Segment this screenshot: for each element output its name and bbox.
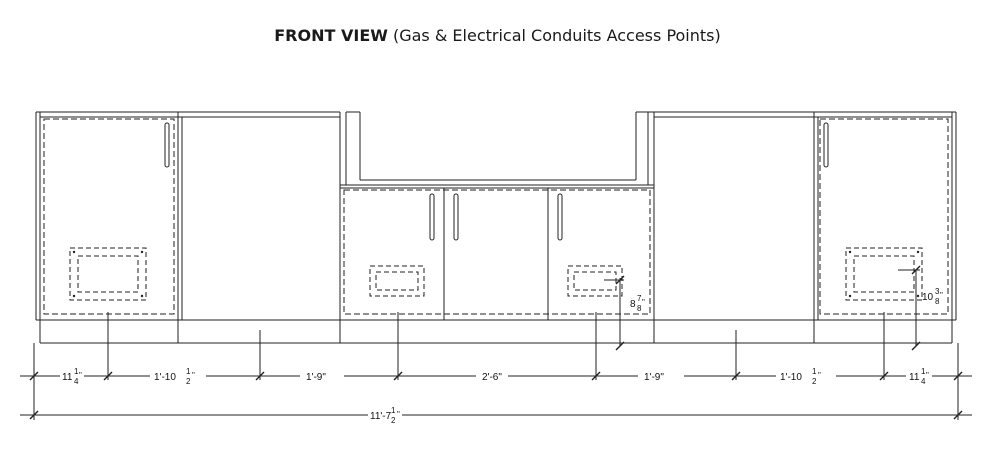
svg-text:": " bbox=[642, 298, 645, 307]
svg-text:3: 3 bbox=[935, 287, 940, 296]
svg-text:7: 7 bbox=[637, 294, 642, 303]
center-leaders bbox=[33, 269, 959, 420]
dim-label-2: 1'-10 1 2 " bbox=[154, 367, 195, 386]
drawing-title: FRONT VIEW (Gas & Electrical Conduits Ac… bbox=[0, 26, 995, 45]
dim-label-vertical-2: 10 3 8 " bbox=[922, 287, 943, 306]
svg-text:1'-10: 1'-10 bbox=[154, 372, 176, 383]
svg-text:2: 2 bbox=[812, 377, 817, 386]
access-point-dots bbox=[72, 250, 920, 298]
svg-text:1: 1 bbox=[186, 367, 191, 376]
svg-text:8: 8 bbox=[935, 297, 940, 306]
title-main: FRONT VIEW bbox=[274, 26, 388, 45]
svg-text:1'-10: 1'-10 bbox=[780, 372, 802, 383]
svg-text:1: 1 bbox=[74, 367, 79, 376]
svg-text:8: 8 bbox=[630, 299, 636, 310]
svg-text:4: 4 bbox=[921, 377, 926, 386]
svg-text:": " bbox=[397, 410, 400, 419]
svg-text:1: 1 bbox=[812, 367, 817, 376]
dimension-labels: 11 1 4 " 1'-10 1 2 " 1'-9" 2'-6" 1'-9" 1… bbox=[62, 287, 943, 425]
access-points bbox=[69, 247, 923, 301]
svg-text:": " bbox=[818, 371, 821, 380]
svg-text:10: 10 bbox=[922, 292, 934, 303]
svg-text:8: 8 bbox=[637, 304, 642, 313]
dim-label-7: 11 1 4 " bbox=[909, 367, 929, 386]
svg-text:": " bbox=[79, 371, 82, 380]
svg-text:2: 2 bbox=[186, 377, 191, 386]
title-sub: (Gas & Electrical Conduits Access Points… bbox=[392, 26, 721, 45]
dim-label-1: 11 1 4 " bbox=[62, 367, 82, 386]
svg-text:2: 2 bbox=[391, 416, 396, 425]
svg-text:1: 1 bbox=[391, 406, 396, 415]
dim-label-vertical-1: 8 7 8 " bbox=[630, 294, 645, 313]
dim-label-6: 1'-10 1 2 " bbox=[780, 367, 821, 386]
svg-text:": " bbox=[926, 371, 929, 380]
svg-text:11: 11 bbox=[909, 372, 920, 383]
svg-text:1: 1 bbox=[921, 367, 926, 376]
dim-label-5: 1'-9" bbox=[644, 372, 664, 383]
dim-label-3: 1'-9" bbox=[306, 372, 326, 383]
svg-text:11: 11 bbox=[62, 372, 73, 383]
svg-text:": " bbox=[940, 291, 943, 300]
dimension-ticks bbox=[29, 265, 963, 420]
dim-label-total: 11'-7 1 2 " bbox=[370, 406, 400, 425]
door-handles bbox=[164, 122, 829, 241]
dim-label-4: 2'-6" bbox=[482, 372, 502, 383]
cabinet-outline bbox=[35, 111, 957, 344]
svg-text:4: 4 bbox=[74, 377, 79, 386]
dimension-line-segments bbox=[20, 375, 972, 416]
svg-text:11'-7: 11'-7 bbox=[370, 411, 392, 422]
svg-text:": " bbox=[192, 371, 195, 380]
door-dashed-outlines bbox=[43, 116, 949, 315]
